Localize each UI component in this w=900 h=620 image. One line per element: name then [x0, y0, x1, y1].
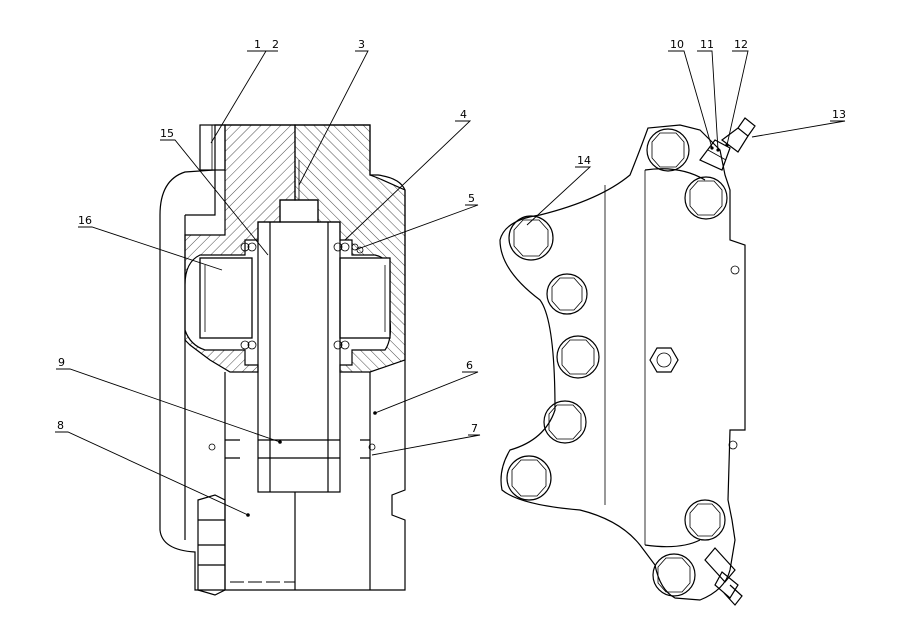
bleed-nipple-bottom — [704, 547, 743, 606]
section-view — [55, 50, 481, 596]
callout-6: 6 — [466, 359, 473, 372]
bolt-head-top — [199, 124, 226, 171]
center-nut — [649, 347, 679, 373]
callout-11: 11 — [700, 38, 714, 51]
callout-10: 10 — [670, 38, 684, 51]
leader-lines-right — [526, 50, 846, 226]
callout-15: 15 — [160, 127, 174, 140]
callout-13: 13 — [832, 108, 846, 121]
caliper-exterior-outline — [499, 124, 746, 601]
callout-5: 5 — [468, 192, 475, 205]
callout-12: 12 — [734, 38, 748, 51]
exterior-view — [499, 50, 846, 606]
housing-section-left — [184, 124, 296, 373]
callout-9: 9 — [58, 356, 65, 369]
bolt-heads — [506, 128, 728, 597]
bolt-head-bottom — [197, 494, 226, 596]
callout-7: 7 — [471, 422, 478, 435]
callout-1: 1 — [254, 38, 261, 51]
piston-right — [339, 257, 391, 339]
callout-labels: 1 2 3 4 5 6 7 8 9 10 11 12 13 14 15 16 — [57, 38, 846, 435]
callout-16: 16 — [78, 214, 92, 227]
callout-14: 14 — [577, 154, 591, 167]
seal-rings — [240, 242, 364, 350]
callout-3: 3 — [358, 38, 365, 51]
callout-2: 2 — [272, 38, 279, 51]
callout-8: 8 — [57, 419, 64, 432]
piston-left — [199, 257, 253, 339]
callout-4: 4 — [460, 108, 467, 121]
leader-lines-left — [55, 50, 481, 516]
bleed-nipple-top — [699, 117, 756, 171]
caliper-body-outline — [159, 124, 406, 591]
